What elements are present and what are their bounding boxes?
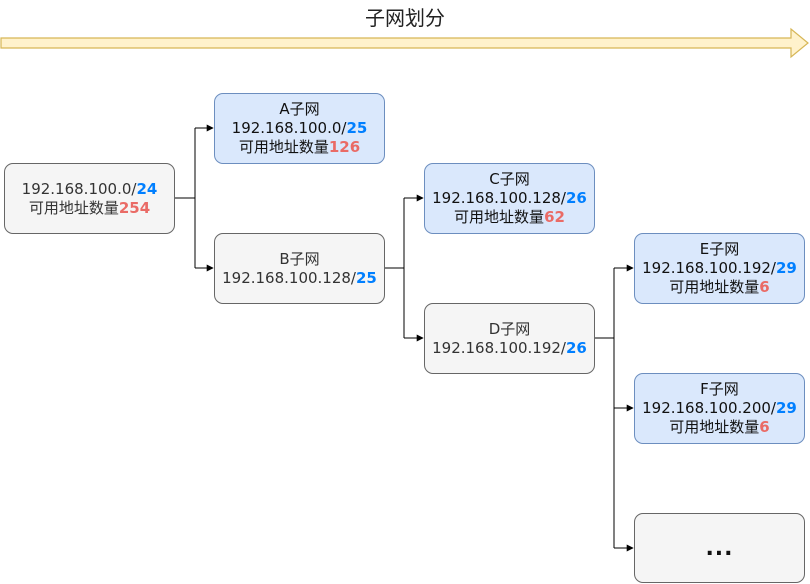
node-subnet-a[interactable]: A子网 192.168.100.0/25 可用地址数量126: [214, 93, 385, 164]
node-subnet-d[interactable]: D子网 192.168.100.192/26: [424, 303, 595, 374]
subnet-b-address-line: 192.168.100.128/25: [222, 269, 377, 288]
subnet-c-name: C子网: [489, 170, 530, 188]
subnet-f-name: F子网: [700, 380, 739, 398]
root-address-line: 192.168.100.0/24: [22, 180, 158, 199]
connector-root-split: [175, 124, 214, 272]
root-count-label: 可用地址数量: [28, 198, 119, 217]
subnet-c-network-text: 192.168.100.128/: [432, 189, 566, 207]
subnet-d-network-text: 192.168.100.192/: [432, 338, 566, 357]
node-subnet-f[interactable]: F子网 192.168.100.200/29 可用地址数量6: [634, 373, 805, 444]
more-ellipsis: ...: [705, 535, 734, 561]
subnet-f-count-value: 6: [759, 418, 770, 436]
subnet-b-network-text: 192.168.100.128/: [222, 268, 356, 287]
subnet-c-count-line: 可用地址数量62: [454, 208, 565, 227]
subnet-f-address-line: 192.168.100.200/29: [642, 399, 797, 418]
root-prefix: 24: [136, 179, 158, 198]
diagram-title: 子网划分: [365, 6, 445, 30]
subnet-e-count-value: 6: [759, 278, 770, 296]
subnet-f-count-line: 可用地址数量6: [669, 418, 769, 437]
subnet-b-prefix: 25: [356, 268, 377, 287]
subnet-b-name: B子网: [279, 249, 320, 268]
subnet-d-name: D子网: [488, 319, 531, 338]
subnet-f-prefix: 29: [776, 399, 797, 417]
direction-arrow: [0, 27, 809, 59]
subnet-f-network-text: 192.168.100.200/: [642, 399, 776, 417]
subnet-c-count-label: 可用地址数量: [454, 208, 545, 226]
subnet-a-address-line: 192.168.100.0/25: [232, 119, 368, 138]
connector-d-split: [595, 264, 634, 552]
subnet-d-prefix: 26: [566, 338, 587, 357]
subnet-a-network-text: 192.168.100.0/: [231, 119, 347, 137]
subnet-e-address-line: 192.168.100.192/29: [642, 259, 797, 278]
subnet-c-prefix: 26: [566, 189, 587, 207]
subnet-a-count-value: 126: [328, 138, 361, 156]
connector-b-split: [385, 194, 424, 342]
subnet-d-address-line: 192.168.100.192/26: [432, 339, 587, 358]
subnet-c-address-line: 192.168.100.128/26: [432, 189, 587, 208]
node-subnet-b[interactable]: B子网 192.168.100.128/25: [214, 233, 385, 304]
subnet-e-prefix: 29: [776, 259, 797, 277]
subnet-f-count-label: 可用地址数量: [669, 418, 760, 436]
subnet-a-prefix: 25: [346, 119, 368, 137]
root-network-text: 192.168.100.0/: [21, 179, 137, 198]
subnet-e-name: E子网: [699, 240, 740, 258]
subnet-a-name: A子网: [279, 100, 320, 118]
node-more-subnets[interactable]: ...: [634, 513, 805, 583]
subnet-e-count-label: 可用地址数量: [669, 278, 760, 296]
node-subnet-c[interactable]: C子网 192.168.100.128/26 可用地址数量62: [424, 163, 595, 234]
subnet-e-network-text: 192.168.100.192/: [642, 259, 776, 277]
node-subnet-e[interactable]: E子网 192.168.100.192/29 可用地址数量6: [634, 233, 805, 304]
subnet-a-count-label: 可用地址数量: [238, 138, 329, 156]
node-root-network[interactable]: 192.168.100.0/24 可用地址数量254: [4, 163, 175, 234]
subnet-e-count-line: 可用地址数量6: [669, 278, 769, 297]
subnet-a-count-line: 可用地址数量126: [239, 138, 360, 157]
subnet-c-count-value: 62: [544, 208, 565, 226]
root-count-line: 可用地址数量254: [29, 199, 150, 218]
root-count-value: 254: [118, 198, 151, 217]
